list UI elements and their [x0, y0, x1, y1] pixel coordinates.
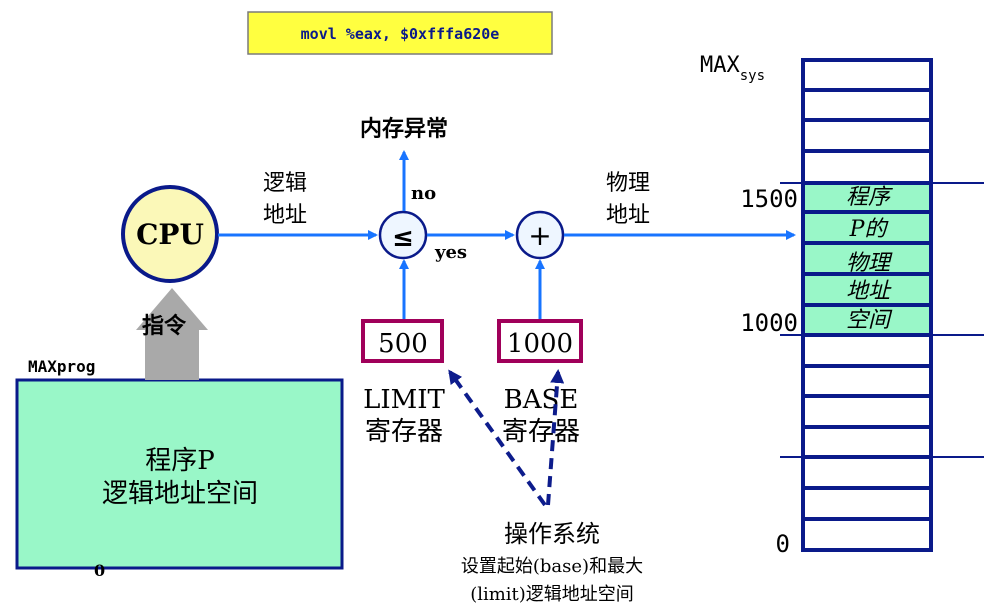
limit-value: 500 — [378, 329, 428, 359]
limit-register-label-2: 寄存器 — [365, 417, 443, 447]
memory-mark-1500: 1500 — [740, 185, 798, 213]
memory-mark-0: 0 — [776, 530, 790, 558]
program-max-label: MAXprog — [28, 357, 95, 376]
cpu-label: CPU — [136, 218, 204, 251]
region-line-3: 物理 — [846, 251, 893, 276]
base-value: 1000 — [507, 329, 573, 359]
os-desc-line-1: 设置起始(base)和最大 — [461, 556, 643, 577]
instruction-text: movl %eax, $0xfffa620e — [301, 25, 500, 43]
program-zero-label: 0 — [94, 561, 105, 580]
physical-address-label-1: 物理 — [606, 171, 650, 196]
yes-label: yes — [434, 242, 467, 263]
logical-address-label-2: 地址 — [263, 203, 307, 228]
limit-register-label-1: LIMIT — [363, 385, 445, 415]
base-register-label-1: BASE — [504, 385, 579, 415]
region-line-2: P的 — [849, 217, 890, 242]
compare-symbol: ≤ — [392, 223, 414, 253]
limit-register: 500 — [361, 319, 444, 363]
os-title: 操作系统 — [504, 520, 600, 548]
memory-rows — [803, 88, 931, 521]
limit-comparator: ≤ — [378, 210, 428, 260]
cpu-node: CPU — [121, 185, 219, 283]
region-line-5: 空间 — [846, 308, 893, 333]
program-title-line-2: 逻辑地址空间 — [102, 479, 258, 509]
fetch-arrow-label: 指令 — [142, 313, 187, 339]
add-symbol: + — [528, 219, 551, 252]
logical-address-label-1: 逻辑 — [263, 171, 307, 196]
physical-memory: 程序 P的 物理 地址 空间 — [780, 58, 984, 552]
program-physical-region — [803, 183, 929, 335]
base-adder: + — [515, 210, 565, 260]
region-line-4: 地址 — [846, 279, 892, 304]
exception-label: 内存异常 — [360, 116, 448, 142]
physical-address-label-2: 地址 — [606, 203, 650, 228]
region-line-1: 程序 — [846, 185, 893, 210]
memory-max-subscript: sys — [740, 68, 765, 84]
os-desc-line-2: (limit)逻辑地址空间 — [470, 584, 634, 605]
program-title-line-1: 程序P — [145, 446, 215, 476]
program-logical-space: 程序P 逻辑地址空间 — [15, 378, 344, 570]
base-register: 1000 — [497, 319, 583, 363]
memory-mark-1000: 1000 — [740, 309, 798, 337]
memory-max-label: MAXsys — [700, 53, 765, 84]
os-to-limit-arrow — [448, 369, 547, 507]
base-register-label-2: 寄存器 — [502, 417, 580, 447]
instruction-box: movl %eax, $0xfffa620e — [247, 11, 553, 55]
os-to-base-arrow — [546, 369, 565, 506]
instruction-fetch-arrow — [136, 288, 208, 380]
memory-boundary-ticks — [780, 182, 984, 458]
no-label: no — [411, 183, 436, 204]
